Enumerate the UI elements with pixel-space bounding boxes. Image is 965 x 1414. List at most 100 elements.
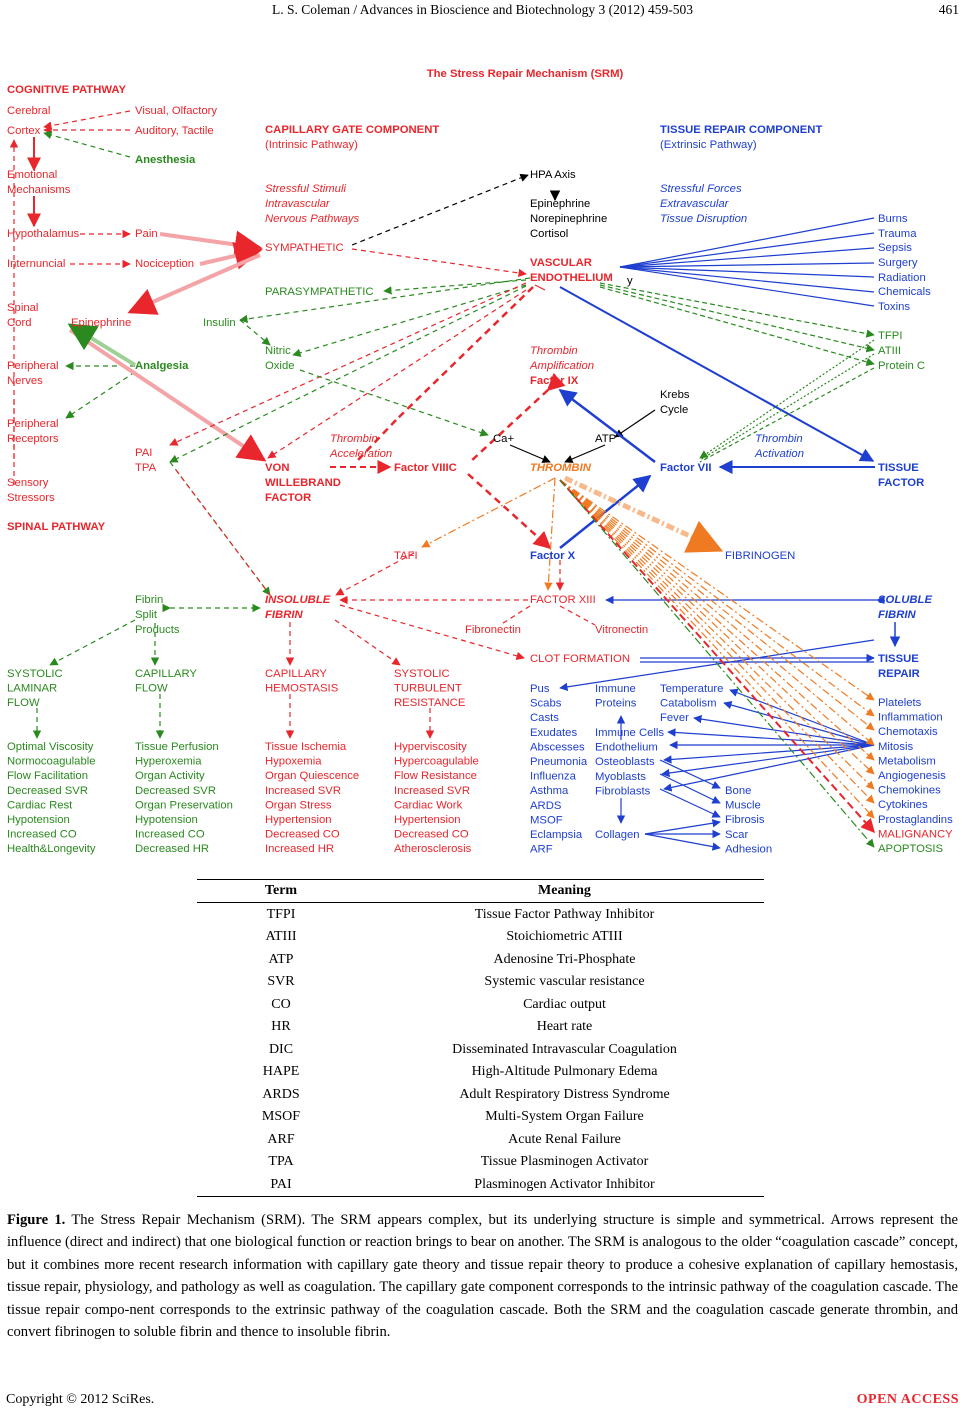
column-item-blue1: Eclampsia [530, 829, 583, 841]
table-cell-meaning: Plasminogen Activator Inhibitor [365, 1173, 764, 1197]
column-item-blue1: Exudates [530, 727, 577, 739]
column-item-blue2b: Osteoblasts [595, 756, 655, 768]
label-norepinephrine: Norepinephrine [530, 213, 607, 225]
column-item-green2: Organ Preservation [135, 799, 233, 811]
column-item-red1: Tissue Ischemia [265, 741, 347, 753]
label-insoluble: INSOLUBLE [265, 594, 331, 606]
column-item-blue2a: Immune [595, 683, 636, 695]
table-cell-meaning: Adult Respiratory Distress Syndrome [459, 1086, 670, 1102]
label-nerves: Nerves [7, 375, 43, 387]
label-surgery: Surgery [878, 257, 918, 269]
column-item-blue3a: Temperature [660, 683, 723, 695]
column-item-red1: Organ Quiescence [265, 770, 359, 782]
label-auditory-tactile: Auditory, Tactile [135, 125, 214, 137]
diagram-columns: SYSTOLICLAMINARFLOWCAPILLARYFLOWCAPILLAR… [7, 668, 953, 856]
srm-diagram: The Stress Repair Mechanism (SRM) COGNIT… [7, 68, 953, 856]
column-item-blue1: Scabs [530, 698, 562, 710]
column-item-blue2b: Immune Cells [595, 727, 664, 739]
label-peripheral-receptors-1: Peripheral [7, 418, 59, 430]
table-header-meaning: Meaning [365, 879, 764, 903]
column-item-green1: Normocoagulable [7, 756, 96, 768]
label-protein-c: Protein C [878, 360, 925, 372]
column-item-green2: Hyperoxemia [135, 756, 202, 768]
label-factor-x: Factor X [530, 550, 576, 562]
label-extravascular: Extravascular [660, 198, 730, 210]
table-cell-meaning: Tissue Plasminogen Activator [480, 1154, 649, 1170]
label-insulin: Insulin [203, 317, 236, 329]
label-tissue-factor-1: TISSUE [878, 462, 919, 474]
abbreviation-table: Term Meaning TFPI Tissue Factor Pathway I… [197, 879, 764, 1197]
label-pain: Pain [135, 228, 158, 240]
column-item-red1: Organ Stress [265, 799, 332, 811]
diagram-title: The Stress Repair Mechanism (SRM) [427, 68, 624, 80]
table-cell-term: TFPI [266, 906, 296, 922]
column-item-red2: Increased SVR [394, 785, 470, 797]
label-clot-formation: CLOT FORMATION [530, 653, 630, 665]
label-internuncial: Internuncial [7, 258, 65, 270]
table-cell-meaning: Systemic vascular resistance [484, 974, 645, 990]
column-item-blue1: Pneumonia [530, 756, 588, 768]
column-item-red2: Hyperviscosity [394, 741, 467, 753]
diagram-arrows [9, 110, 901, 851]
label-factor-ix: Factor IX [530, 375, 579, 387]
label-soluble: SOLUBLE [878, 594, 932, 606]
column-item-blue1: Asthma [530, 785, 569, 797]
table-cell-meaning: Multi-System Organ Failure [485, 1109, 644, 1125]
label-cord: Cord [7, 317, 32, 329]
table-header-row: Term Meaning [197, 879, 764, 903]
column-item-systolic-laminar: SYSTOLIC [7, 668, 63, 680]
label-parasympathetic: PARASYMPATHETIC [265, 286, 374, 298]
label-thrombin-amplification-2: Amplification [529, 360, 594, 372]
label-thrombin-activation-2: Activation [754, 448, 804, 460]
table-row: TFPI Tissue Factor Pathway Inhibitor [197, 903, 764, 926]
label-split: Split [135, 609, 158, 621]
table-cell-term: MSOF [261, 1109, 301, 1125]
label-factor-xiii: FACTOR XIII [530, 594, 596, 606]
label-thrombin: THROMBIN [530, 462, 592, 474]
column-item-right: Mitosis [878, 741, 913, 753]
table-cell-term: PAI [197, 1173, 365, 1197]
table-cell-term: HR [271, 1019, 291, 1035]
label-von: VON [265, 462, 289, 474]
label-peripheral-nerves-1: Peripheral [7, 360, 59, 372]
label-nociception: Nociception [135, 258, 194, 270]
label-anesthesia: Anesthesia [135, 154, 196, 166]
label-willebrand: WILLEBRAND [265, 477, 341, 489]
column-item-right: MALIGNANCY [878, 828, 953, 840]
label-tfpi: TFPI [878, 330, 902, 342]
column-item-systolic-laminar: LAMINAR [7, 683, 57, 695]
label-emotional: Emotional [7, 169, 57, 181]
label-intravascular: Intravascular [265, 198, 331, 210]
column-item-red2: Atherosclerosis [394, 843, 472, 855]
table-cell-meaning: Disseminated Intravascular Coagulation [452, 1041, 677, 1057]
label-tafi: TAFI [394, 550, 418, 562]
column-item-red1: Hypoxemia [265, 756, 322, 768]
label-atiii: ATIII [878, 345, 901, 357]
label-trauma: Trauma [878, 228, 917, 240]
column-item-green1: Flow Facilitation [7, 770, 88, 782]
label-insoluble-fibrin: FIBRIN [265, 609, 303, 621]
table-cell-meaning: Tissue Factor Pathway Inhibitor [474, 906, 655, 922]
label-fibrin: Fibrin [135, 594, 163, 606]
column-item-right: Inflammation [878, 712, 943, 724]
label-pai: PAI [135, 447, 152, 459]
column-item-red1: Increased SVR [265, 785, 341, 797]
column-item-blue3b: Bone [725, 785, 751, 797]
diagram-labels: The Stress Repair Mechanism (SRM) COGNIT… [7, 68, 932, 680]
label-krebs: Krebs [660, 389, 690, 401]
column-item-green2: Increased CO [135, 829, 205, 841]
label-radiation: Radiation [878, 272, 926, 284]
label-collagen: Collagen [595, 829, 640, 841]
label-nervous-pathways: Nervous Pathways [265, 213, 360, 225]
column-item-blue2a: Proteins [595, 698, 637, 710]
label-intrinsic-pathway: (Intrinsic Pathway) [265, 139, 358, 151]
table-cell-meaning: High-Altitude Pulmonary Edema [471, 1064, 658, 1080]
copyright: Copyright © 2012 SciRes. [6, 1392, 155, 1407]
label-sepsis: Sepsis [878, 242, 912, 254]
label-thrombin-acceleration-2: Acceleration [329, 448, 392, 460]
table-cell-term: ARDS [262, 1086, 300, 1102]
column-item-blue1: Casts [530, 712, 559, 724]
label-burns: Burns [878, 213, 908, 225]
